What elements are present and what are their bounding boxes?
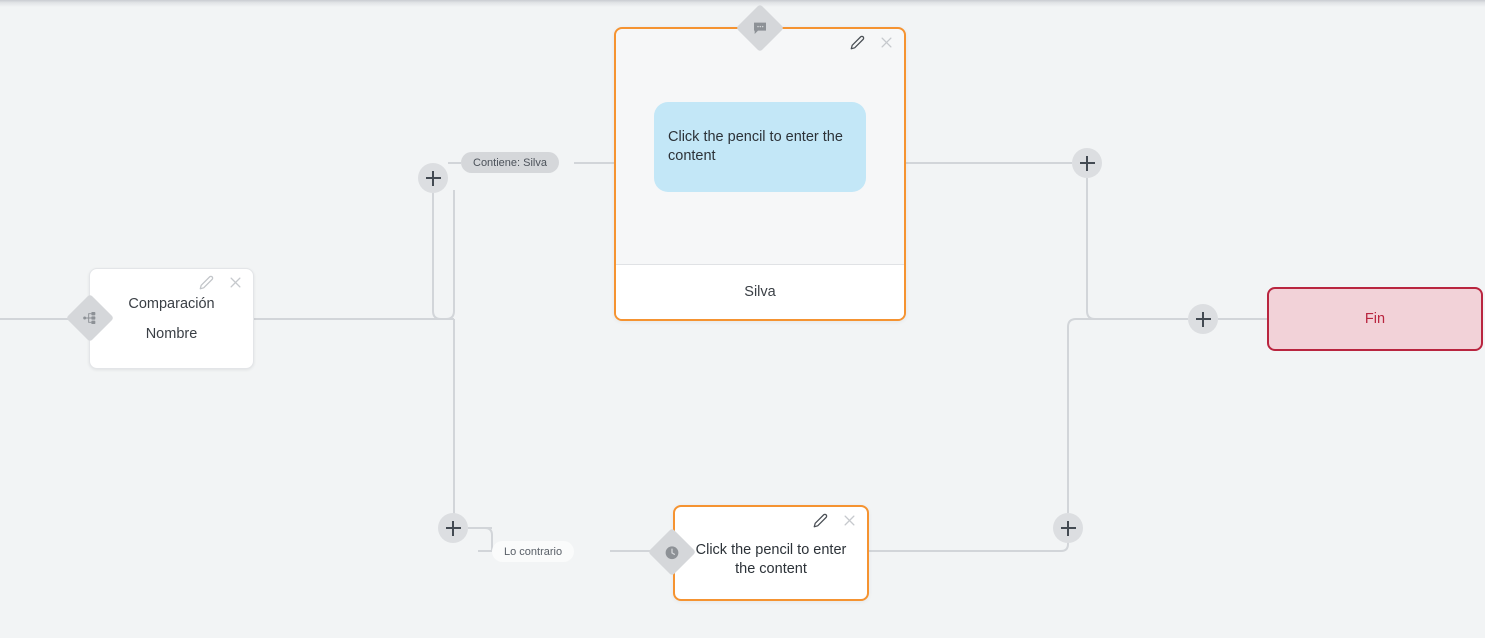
node-message-bottom-badge[interactable] xyxy=(647,527,697,577)
close-icon[interactable] xyxy=(228,275,243,290)
node-message-top-badge[interactable] xyxy=(735,3,785,53)
node-comparison-toolbar xyxy=(199,275,243,290)
message-bubble-text: Click the pencil to enter the content xyxy=(668,129,843,164)
speech-bubble-icon xyxy=(752,20,768,36)
node-comparison-subtitle: Nombre xyxy=(145,325,198,342)
node-message-top-body: Click the pencil to enter the content xyxy=(616,29,904,264)
add-step-button-after-bottom-node[interactable] xyxy=(1053,513,1083,543)
close-icon[interactable] xyxy=(879,35,894,50)
add-step-button-bottom-branch[interactable] xyxy=(438,513,468,543)
node-message-bottom-text: Click the pencil to enter the content xyxy=(695,542,847,577)
node-comparison-badge[interactable] xyxy=(65,293,115,343)
edge-plus3-down xyxy=(1086,178,1188,320)
add-step-button-before-end[interactable] xyxy=(1188,304,1218,334)
clock-icon xyxy=(664,544,681,561)
branch-icon xyxy=(82,310,98,326)
edge-bottom-branch xyxy=(468,527,493,551)
message-bubble[interactable]: Click the pencil to enter the content xyxy=(654,101,866,192)
close-icon[interactable] xyxy=(842,513,857,528)
edge-compare-out xyxy=(254,190,455,320)
add-step-button-top-branch[interactable] xyxy=(418,163,448,193)
pencil-icon[interactable] xyxy=(813,513,828,528)
pencil-icon[interactable] xyxy=(199,275,214,290)
edge-plus4-up xyxy=(1067,318,1188,513)
node-message-top-footer: Silva xyxy=(616,264,904,319)
edge-bottom-plus-to-label xyxy=(468,527,493,551)
node-message-bottom-toolbar xyxy=(813,513,857,528)
node-end[interactable]: Fin xyxy=(1267,287,1483,351)
edge-botnode-out xyxy=(869,528,1069,552)
node-comparison-title: Comparación xyxy=(128,295,215,312)
edge-split-up xyxy=(432,178,454,320)
edge-label-false-branch[interactable]: Lo contrario xyxy=(492,541,575,562)
node-message-top-toolbar xyxy=(850,35,894,50)
node-comparison[interactable]: Comparación Nombre xyxy=(89,268,254,369)
node-message-top[interactable]: Click the pencil to enter the content Si… xyxy=(614,27,906,321)
node-end-label: Fin xyxy=(1364,311,1386,327)
pencil-icon[interactable] xyxy=(850,35,865,50)
edge-label-true-branch[interactable]: Contiene: Silva xyxy=(461,152,559,173)
node-message-bottom[interactable]: Click the pencil to enter the content xyxy=(673,505,869,601)
edge-down-column xyxy=(445,319,455,529)
add-step-button-after-top-node[interactable] xyxy=(1072,148,1102,178)
